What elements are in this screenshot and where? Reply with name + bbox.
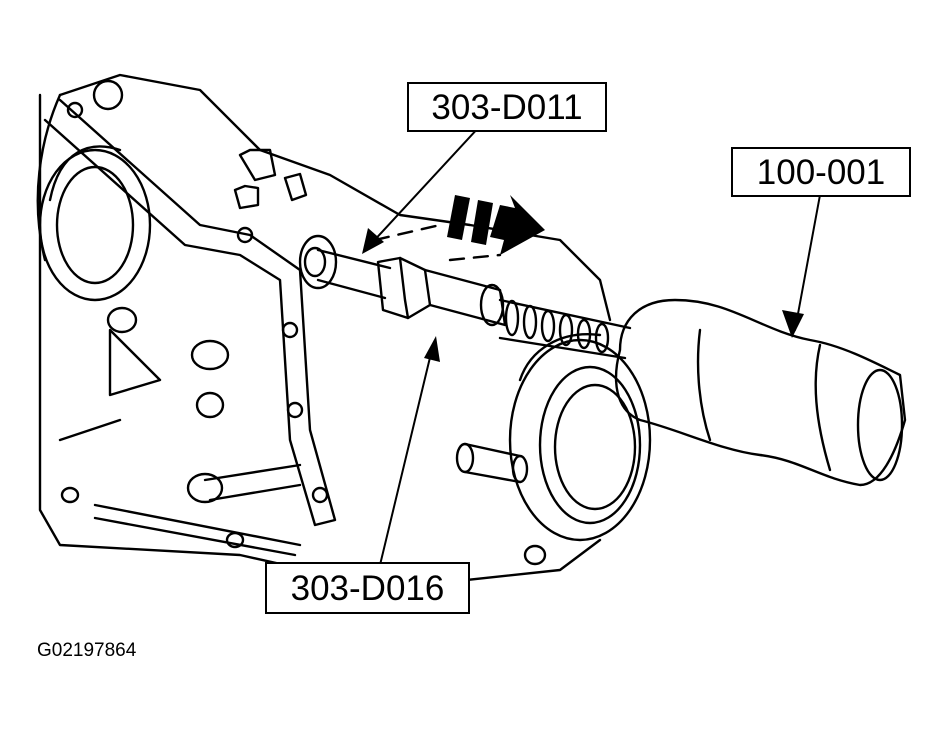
label-303-d016: 303-D016 [265,562,470,614]
label-100-001: 100-001 [731,147,911,197]
right-bore [510,334,650,540]
dashed-ring [375,225,500,260]
direction-arrows [447,195,545,255]
gasket-plate [45,100,335,525]
figure-id: G02197864 [37,640,137,661]
leader-lines [370,126,820,565]
tool-assembly [300,236,630,358]
handle [616,300,905,485]
lower-bosses [60,308,545,564]
leader-arrowheads [362,228,804,362]
left-bore [40,147,150,300]
stud [457,444,527,482]
label-303-d011: 303-D011 [407,82,607,132]
top-bosses [94,81,306,208]
